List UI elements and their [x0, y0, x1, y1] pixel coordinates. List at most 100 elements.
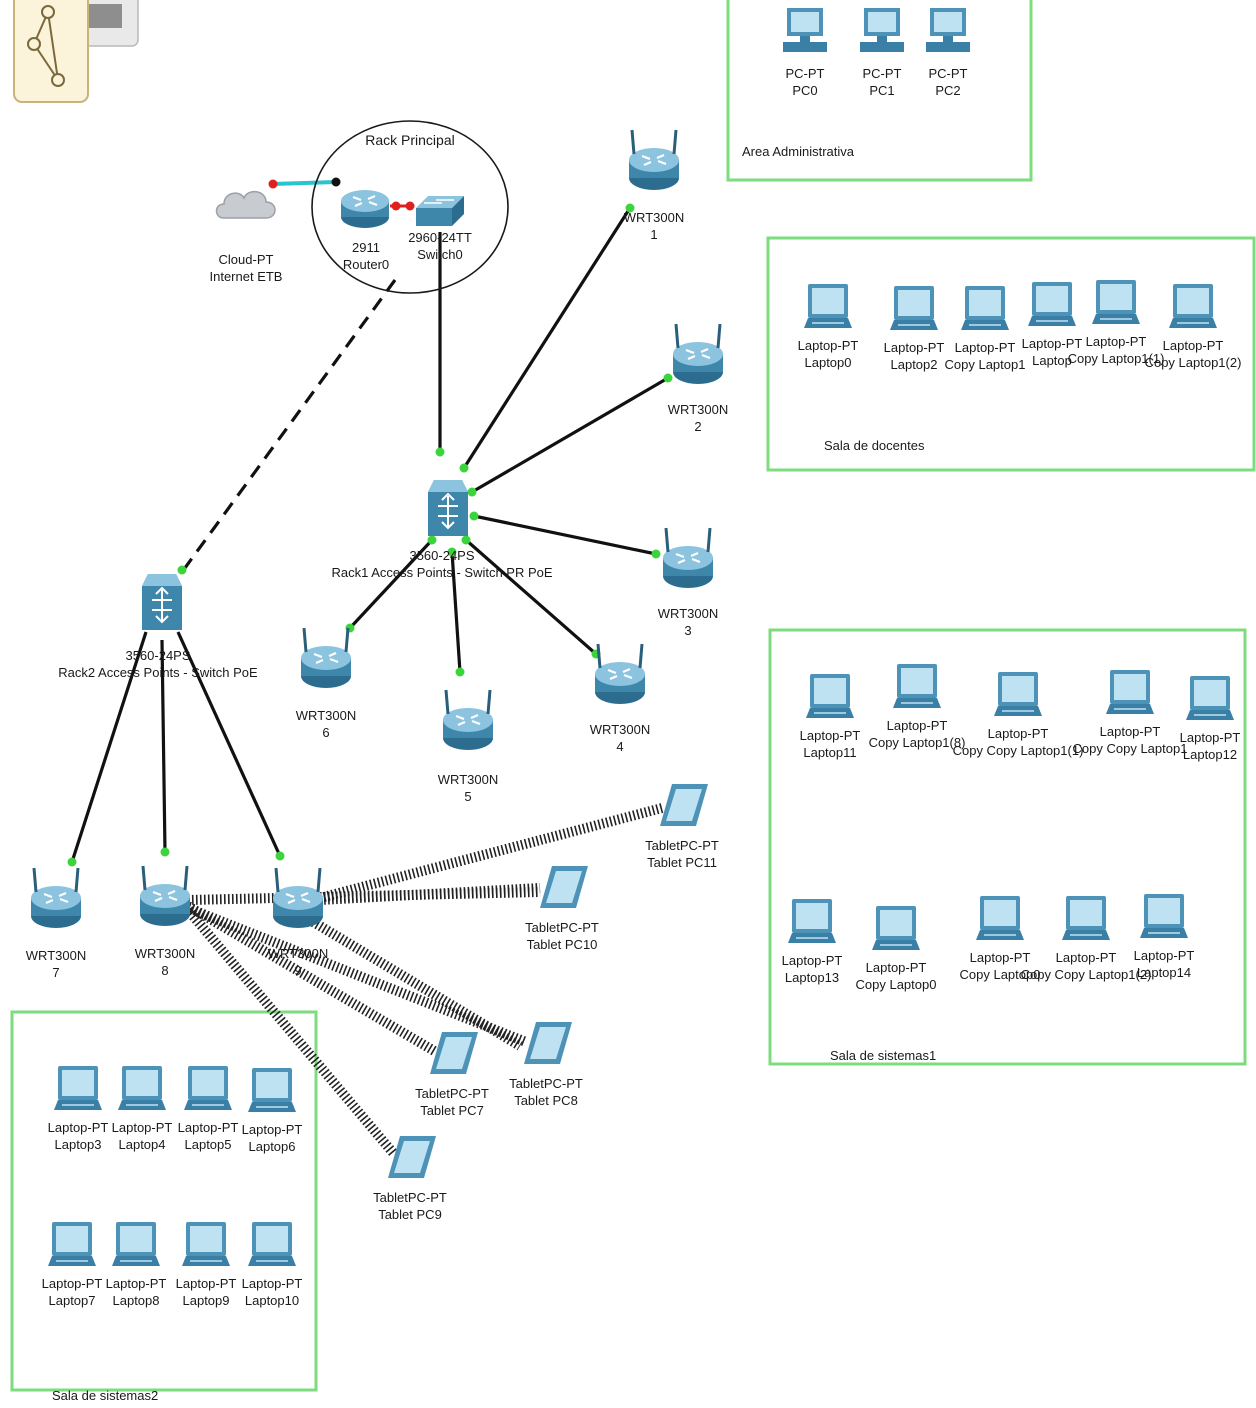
port-ap3	[651, 549, 661, 559]
zone-1-device-3[interactable]	[1027, 281, 1077, 327]
link-rack1-ap5[interactable]	[450, 551, 462, 673]
zone-1-device-2[interactable]	[960, 285, 1010, 331]
zone-1-device-0[interactable]	[803, 283, 853, 329]
zone-3-device-6[interactable]	[181, 1221, 231, 1267]
zone-3-device-3[interactable]	[247, 1067, 297, 1113]
ap-4-icon[interactable]	[593, 642, 647, 706]
zone-2-device-0[interactable]	[805, 673, 855, 719]
zone-3-device-0[interactable]	[53, 1065, 103, 1111]
link-rack1-ap1[interactable]	[462, 207, 632, 469]
ap-2-icon[interactable]	[671, 322, 725, 386]
cloud-internet-icon[interactable]	[215, 190, 276, 219]
zone-0-device-0[interactable]	[783, 8, 827, 52]
ap-7-icon[interactable]	[29, 866, 83, 930]
tablet-2-icon[interactable]	[430, 1032, 478, 1074]
zone-2-device-5[interactable]	[787, 898, 837, 944]
link-rack1-ap2[interactable]	[471, 376, 669, 494]
link-rack1-ap3[interactable]	[473, 514, 657, 556]
rack1-switch-icon[interactable]	[427, 479, 469, 537]
switch0-icon[interactable]	[415, 195, 465, 227]
zone-0-device-1[interactable]	[860, 8, 904, 52]
zone-3-label: Sala de sistemas2	[52, 1388, 158, 1403]
port-ap2	[663, 373, 673, 383]
link-rack1-ap6[interactable]	[348, 538, 434, 630]
link-cloud-router[interactable]	[272, 180, 337, 186]
zone-2-device-6[interactable]	[871, 905, 921, 951]
link-rack2-ap7[interactable]	[70, 631, 148, 863]
tablet-3-icon[interactable]	[524, 1022, 572, 1064]
router0-icon[interactable]	[339, 188, 391, 230]
zone-2-device-2[interactable]	[993, 671, 1043, 717]
port-rack1-6	[427, 535, 437, 545]
zone-3-device-4[interactable]	[47, 1221, 97, 1267]
zone-1-device-5[interactable]	[1168, 283, 1218, 329]
zone-3-device-2[interactable]	[183, 1065, 233, 1111]
link-rack1-ap4[interactable]	[464, 538, 598, 656]
zone-2-device-3[interactable]	[1105, 669, 1155, 715]
zone-1-device-1[interactable]	[889, 285, 939, 331]
topology-icon[interactable]	[13, 0, 139, 103]
link-rack2-ap9[interactable]	[176, 631, 282, 857]
ap-9-icon[interactable]	[271, 866, 325, 930]
port-switch0-uplink	[405, 201, 415, 211]
zone-3-border	[10, 1010, 318, 1392]
zone-3-device-1[interactable]	[117, 1065, 167, 1111]
zone-2-device-1[interactable]	[892, 663, 942, 709]
link-router-rack2[interactable]	[180, 279, 397, 573]
port-ap7	[67, 857, 77, 867]
zone-3-device-5[interactable]	[111, 1221, 161, 1267]
zone-2-device-7[interactable]	[975, 895, 1025, 941]
zone-1-device-4[interactable]	[1091, 279, 1141, 325]
tablet-4-icon[interactable]	[388, 1136, 436, 1178]
zone-3-device-7[interactable]	[247, 1221, 297, 1267]
zone-2-label: Sala de sistemas1	[830, 1048, 936, 1063]
zone-2-device-4[interactable]	[1185, 675, 1235, 721]
port-rack1-2	[467, 487, 477, 497]
wireless-ap8-tablet9	[184, 906, 398, 1158]
ap-5-icon[interactable]	[441, 688, 495, 752]
zone-0-device-2[interactable]	[926, 8, 970, 52]
wireless-ap8-tablet10	[187, 887, 541, 905]
port-router-lan	[391, 201, 401, 211]
port-rack2-uplink	[177, 565, 187, 575]
link-rack2-ap8[interactable]	[160, 639, 167, 853]
wireless-ap9-tablet11	[318, 803, 664, 903]
ap-3-icon[interactable]	[661, 526, 715, 590]
ap-6-icon[interactable]	[299, 626, 353, 690]
zone-2-device-8[interactable]	[1061, 895, 1111, 941]
ap-8-icon[interactable]	[138, 864, 192, 928]
ap-1-icon[interactable]	[627, 128, 681, 192]
tablet-0-icon[interactable]	[660, 784, 708, 826]
rack2-switch-icon[interactable]	[141, 573, 183, 631]
zone-2-device-9[interactable]	[1139, 893, 1189, 939]
tablet-1-icon[interactable]	[540, 866, 588, 908]
